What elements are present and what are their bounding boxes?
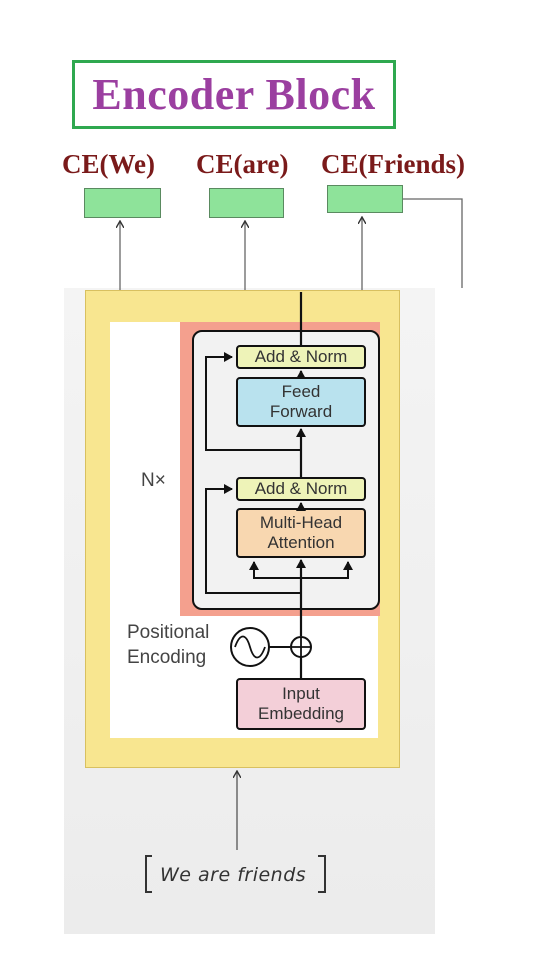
input-sentence: We are friends [160,864,307,886]
diagram-title: Encoder Block [92,70,376,119]
input-bracket-right [318,855,326,893]
output-bracket-line [403,198,463,288]
add-norm-bottom-block: Add & Norm [236,477,366,501]
output-label-we: CE(We) [62,149,155,179]
positional-encoding-label: Positional Encoding [127,622,210,668]
title-box: Encoder Block [72,60,396,129]
feed-forward-block: Feed Forward [236,377,366,427]
input-bracket-left [145,855,152,893]
output-label-are: CE(are) [196,149,289,179]
add-norm-top-block: Add & Norm [236,345,366,369]
repeat-label: N× [141,470,166,491]
output-box-are [209,188,284,218]
attention-fork-left [249,561,301,579]
multi-head-attention-block: Multi-Head Attention [236,508,366,558]
output-box-friends [327,185,403,213]
input-embedding-block: Input Embedding [236,678,366,730]
output-box-we [84,188,161,218]
residual-feed-forward [205,352,301,451]
attention-fork-right [301,561,353,579]
output-label-friends: CE(Friends) [321,149,465,179]
residual-attention [205,484,301,594]
